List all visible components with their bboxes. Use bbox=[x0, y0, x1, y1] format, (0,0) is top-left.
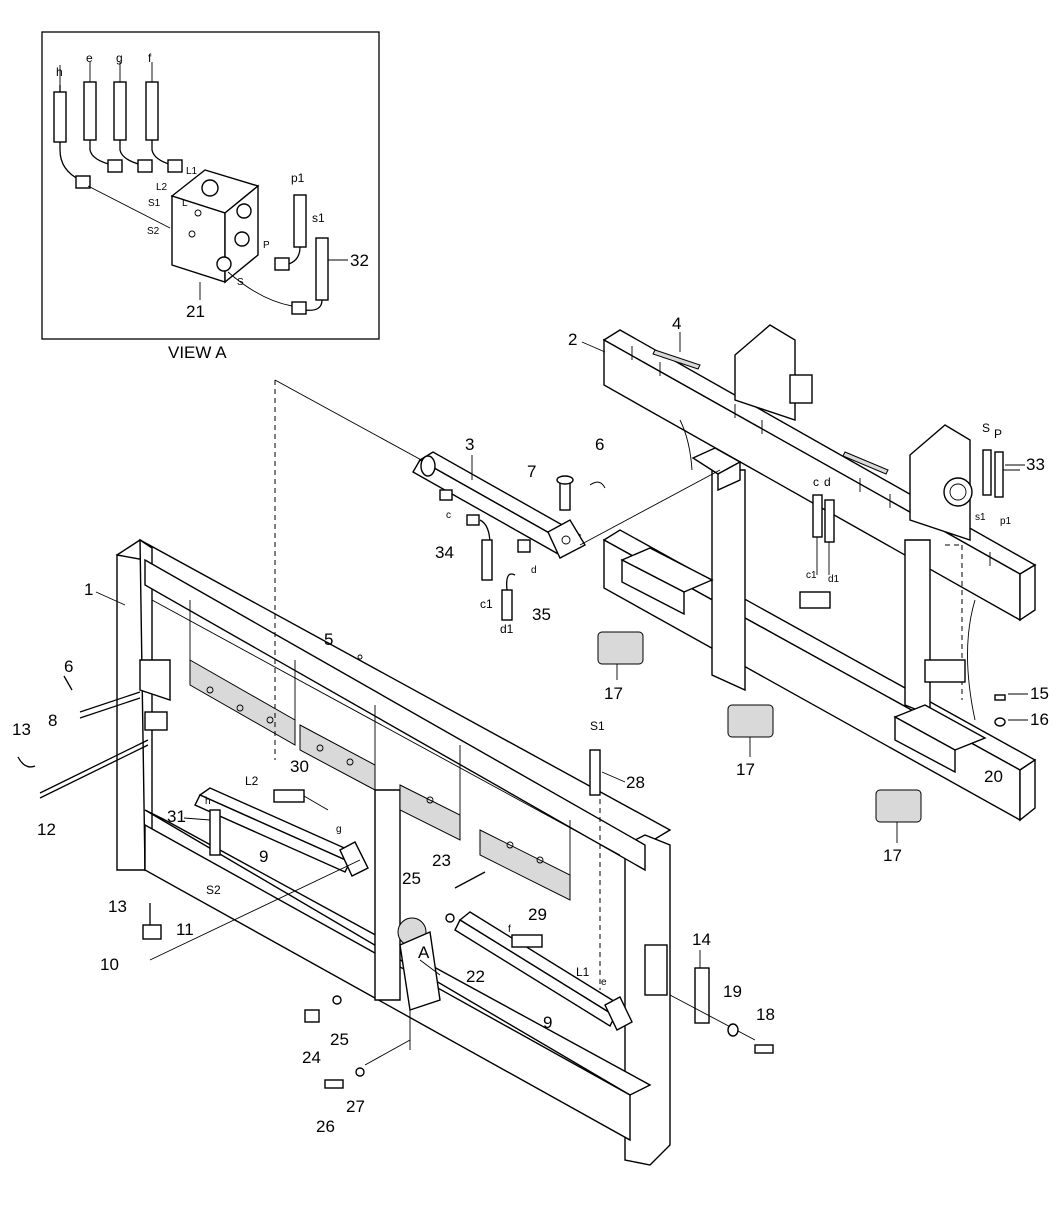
label-s1-28: S1 bbox=[590, 719, 605, 733]
callout-34: 34 bbox=[435, 543, 454, 562]
label-d-rear: d bbox=[824, 475, 831, 489]
label-view-a-marker: A bbox=[418, 943, 430, 962]
callout-33: 33 bbox=[1026, 455, 1045, 474]
callout-18: 18 bbox=[756, 1005, 775, 1024]
label-s2-31: S2 bbox=[206, 883, 221, 897]
label-d-cylinder: d bbox=[531, 565, 537, 576]
hoses-cd-sp bbox=[799, 449, 1020, 683]
callout-labels: 1 2 3 4 5 6 6 7 8 9 9 10 11 12 13 13 14 … bbox=[12, 314, 1049, 1136]
plate-14-bolts bbox=[142, 654, 1006, 1089]
label-g-30: g bbox=[336, 824, 342, 835]
label-c-rear: c bbox=[813, 475, 819, 489]
callout-25-top: 25 bbox=[402, 869, 421, 888]
view-a-port-p: P bbox=[263, 240, 270, 251]
callout-28: 28 bbox=[626, 773, 645, 792]
callout-7: 7 bbox=[527, 462, 536, 481]
label-p1-rear: p1 bbox=[1000, 516, 1012, 527]
label-h-31: h bbox=[205, 796, 211, 807]
cylinder-9-left bbox=[149, 787, 369, 961]
label-s-rear: S bbox=[982, 421, 990, 435]
view-a-port-s1: S1 bbox=[148, 198, 161, 209]
callout-17-a: 17 bbox=[604, 684, 623, 703]
callout-9-right: 9 bbox=[543, 1013, 552, 1032]
callout-35: 35 bbox=[532, 605, 551, 624]
callout-25-bottom: 25 bbox=[330, 1030, 349, 1049]
label-d1-35: d1 bbox=[500, 622, 514, 636]
view-a-hose-p1: p1 bbox=[291, 171, 305, 185]
view-a-hose-h: h bbox=[56, 65, 63, 79]
cylinder-9-right bbox=[454, 749, 633, 1031]
callout-13-left: 13 bbox=[12, 720, 31, 739]
label-l2-30: L2 bbox=[245, 774, 259, 788]
callout-20: 20 bbox=[984, 767, 1003, 786]
callout-8: 8 bbox=[48, 711, 57, 730]
callout-22: 22 bbox=[466, 967, 485, 986]
callout-16: 16 bbox=[1030, 710, 1049, 729]
view-a-hose-e: e bbox=[86, 51, 93, 65]
callout-24: 24 bbox=[302, 1048, 321, 1067]
label-d1-rear: d1 bbox=[828, 574, 840, 585]
callout-10: 10 bbox=[100, 955, 119, 974]
callout-6-top: 6 bbox=[595, 435, 604, 454]
callout-17-b: 17 bbox=[736, 760, 755, 779]
label-s1-rear: s1 bbox=[975, 512, 986, 523]
label-e-29: e bbox=[601, 977, 607, 988]
callout-23: 23 bbox=[432, 851, 451, 870]
hose-letter-labels: c d c1 d1 c d c1 d1 S P s1 p1 S1 L2 g h … bbox=[205, 421, 1012, 988]
front-carriage-1 bbox=[115, 380, 672, 1166]
label-p-rear: P bbox=[994, 427, 1002, 441]
callout-11: 11 bbox=[176, 920, 194, 939]
rear-carriage-2 bbox=[602, 324, 1037, 822]
callout-29: 29 bbox=[528, 905, 547, 924]
callout-30: 30 bbox=[290, 757, 309, 776]
leader-lines bbox=[95, 332, 1028, 976]
callout-6-left: 6 bbox=[64, 657, 73, 676]
callout-5: 5 bbox=[324, 630, 333, 649]
callout-17-c: 17 bbox=[883, 846, 902, 865]
view-a-hoses bbox=[53, 62, 348, 315]
view-a-port-s2: S2 bbox=[147, 226, 160, 237]
callout-21: 21 bbox=[186, 302, 205, 321]
pins-8-12 bbox=[17, 675, 149, 799]
view-a-title: VIEW A bbox=[168, 343, 227, 362]
view-a-port-l2: L2 bbox=[156, 182, 168, 193]
view-a-inset: h e g f p1 s1 L1 L2 S1 S2 L P S 21 32 VI… bbox=[41, 31, 380, 362]
callout-12: 12 bbox=[37, 820, 56, 839]
view-a-port-l: L bbox=[182, 198, 188, 209]
side-shift-cylinder-3 bbox=[274, 379, 721, 621]
view-a-hose-g: g bbox=[116, 51, 123, 65]
callout-27: 27 bbox=[346, 1097, 365, 1116]
label-c-cylinder: c bbox=[446, 510, 451, 521]
callout-2: 2 bbox=[568, 330, 577, 349]
label-c1-rear: c1 bbox=[806, 570, 817, 581]
valve-bracket-22 bbox=[364, 917, 441, 1066]
view-a-hose-f: f bbox=[148, 51, 152, 65]
callout-14: 14 bbox=[692, 930, 711, 949]
label-f-29: f bbox=[508, 924, 511, 935]
view-a-border bbox=[41, 31, 380, 340]
label-l1-29: L1 bbox=[576, 965, 590, 979]
view-a-port-l1: L1 bbox=[186, 166, 198, 177]
valve-block-21 bbox=[170, 169, 260, 284]
callout-26: 26 bbox=[316, 1117, 335, 1136]
reflectors-17 bbox=[597, 631, 922, 823]
view-a-port-s: S bbox=[237, 277, 244, 288]
view-a-hose-s1: s1 bbox=[312, 211, 325, 225]
callout-32: 32 bbox=[350, 251, 369, 270]
callout-4: 4 bbox=[672, 314, 681, 333]
callout-31: 31 bbox=[167, 807, 186, 826]
callout-15: 15 bbox=[1030, 684, 1049, 703]
callout-1: 1 bbox=[84, 580, 93, 599]
callout-19: 19 bbox=[723, 982, 742, 1001]
callout-13-bottom: 13 bbox=[108, 897, 127, 916]
callout-3: 3 bbox=[465, 435, 474, 454]
callout-9-left: 9 bbox=[259, 847, 268, 866]
label-c1-34: c1 bbox=[480, 597, 493, 611]
